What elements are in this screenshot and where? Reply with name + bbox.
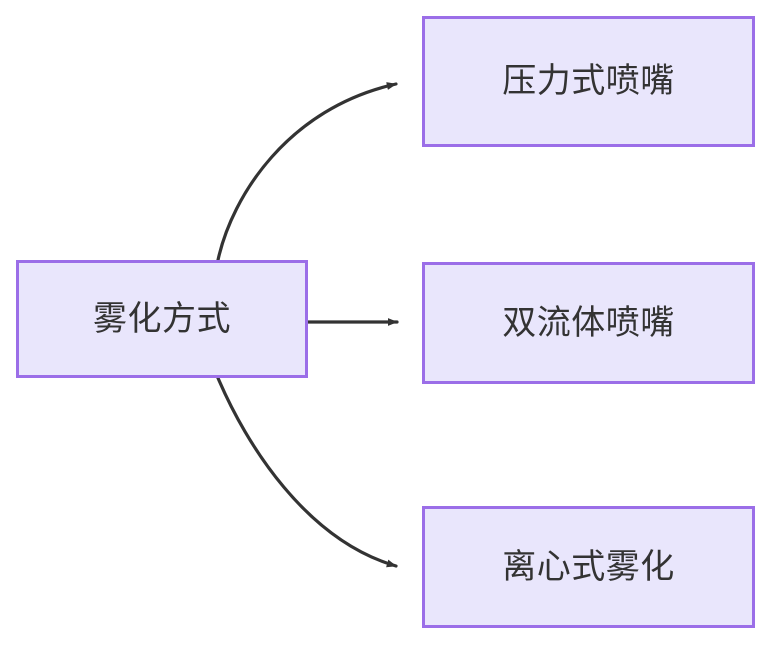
edge-source-to-branch-2 (216, 376, 398, 568)
node-centrifugal-atomization[interactable]: 离心式雾化 (422, 506, 755, 628)
edge-source-to-branch-0 (216, 82, 398, 262)
node-pressure-nozzle-label: 压力式喷嘴 (502, 62, 675, 101)
node-two-fluid-nozzle[interactable]: 双流体喷嘴 (422, 262, 755, 384)
node-two-fluid-nozzle-label: 双流体喷嘴 (502, 303, 675, 342)
node-pressure-nozzle[interactable]: 压力式喷嘴 (422, 16, 755, 147)
node-source-label: 雾化方式 (93, 299, 231, 338)
node-source[interactable]: 雾化方式 (16, 260, 308, 378)
node-centrifugal-atomization-label: 离心式雾化 (502, 547, 675, 586)
